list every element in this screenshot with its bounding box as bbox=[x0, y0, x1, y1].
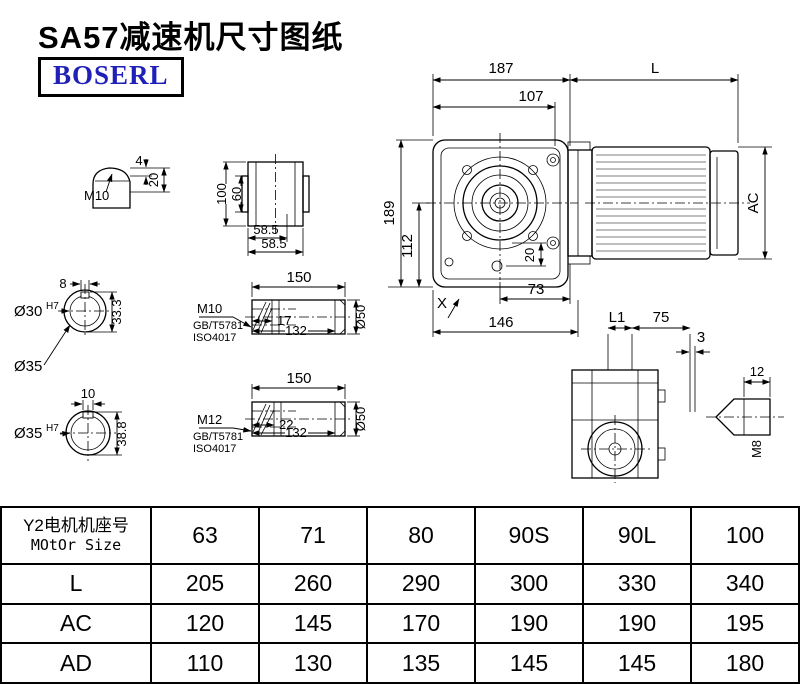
dim-bore-d35-tol: H7 bbox=[46, 423, 59, 434]
row-label-AC: AC bbox=[0, 602, 152, 645]
dim-key-width-8: 8 bbox=[59, 276, 66, 291]
dim-12: 12 bbox=[750, 364, 764, 379]
dim-20-key: 20 bbox=[146, 173, 161, 187]
shaft-side-view-1: 150 M10 GB/T5781 ISO4017 17 132 Ø50 bbox=[193, 269, 368, 344]
spec-iso4017-b: ISO4017 bbox=[193, 443, 236, 455]
table-cell: 135 bbox=[366, 642, 476, 684]
table-cell: 330 bbox=[582, 563, 692, 605]
main-view: 187 L 107 189 112 20 73 146 X AC bbox=[381, 60, 772, 337]
table-cell: 340 bbox=[690, 563, 800, 605]
dim-17: 17 bbox=[277, 313, 291, 328]
table-row-L: L 205 260 290 300 330 340 bbox=[0, 563, 800, 605]
table-cell-size-90S: 90S bbox=[474, 505, 584, 566]
table-row-AC: AC 120 145 170 190 190 195 bbox=[0, 602, 800, 645]
motor-size-label-en: MOtOr Size bbox=[30, 536, 122, 555]
dim-3: 3 bbox=[697, 329, 705, 346]
thread-label-M12-stud: M12 bbox=[197, 412, 222, 427]
table-cell: 195 bbox=[690, 602, 800, 645]
shaft-end-detail: M10 4 20 bbox=[84, 153, 170, 209]
thread-label-M10-stud: M10 bbox=[197, 301, 222, 316]
table-row-AD: AD 110 130 135 145 145 180 bbox=[0, 642, 800, 684]
page-title: SA57减速机尺寸图纸 bbox=[38, 20, 344, 55]
motor-size-label-cn: Y2电机机座号 bbox=[23, 515, 129, 535]
spec-iso4017-a: ISO4017 bbox=[193, 332, 236, 344]
table-cell: 260 bbox=[258, 563, 368, 605]
table-cell-size-90L: 90L bbox=[582, 505, 692, 566]
brand-logo: BOSERL bbox=[38, 57, 184, 97]
table-cell: 300 bbox=[474, 563, 584, 605]
spec-gb-t5781-b: GB/T5781 bbox=[193, 431, 243, 443]
table-cell: 190 bbox=[582, 602, 692, 645]
motor-size-table: Y2电机机座号 MOtOr Size 63 71 80 90S 90L 100 … bbox=[0, 505, 800, 684]
dim-L: L bbox=[651, 60, 659, 77]
dim-d50-a: Ø50 bbox=[353, 305, 368, 330]
brand-logo-text: BOSERL bbox=[53, 60, 169, 90]
dim-key-width-10: 10 bbox=[81, 386, 95, 401]
dim-132-b: 132 bbox=[285, 425, 307, 440]
dim-112: 112 bbox=[399, 234, 416, 258]
spec-gb-t5781-a: GB/T5781 bbox=[193, 320, 243, 332]
dim-73: 73 bbox=[528, 281, 545, 298]
dim-bore-d30-tol: H7 bbox=[46, 301, 59, 312]
dim-150-b: 150 bbox=[286, 370, 311, 387]
dim-187: 187 bbox=[488, 60, 513, 77]
dim-146: 146 bbox=[488, 314, 513, 331]
table-cell: 205 bbox=[150, 563, 260, 605]
dim-d50-b: Ø50 bbox=[353, 407, 368, 432]
table-cell: 170 bbox=[366, 602, 476, 645]
flange-detail: 100 60 58.5 58.5 bbox=[214, 154, 310, 256]
hollow-shaft-30-view: 8 Ø30 H7 33.3 Ø35 bbox=[14, 276, 124, 375]
dim-150-a: 150 bbox=[286, 269, 311, 286]
dim-33-3: 33.3 bbox=[109, 299, 124, 324]
dim-20: 20 bbox=[522, 248, 537, 262]
table-cell: 190 bbox=[474, 602, 584, 645]
row-label-L: L bbox=[0, 563, 152, 605]
dim-189: 189 bbox=[381, 200, 398, 225]
table-cell: 180 bbox=[690, 642, 800, 684]
dim-4: 4 bbox=[135, 153, 142, 168]
dim-107: 107 bbox=[518, 88, 543, 105]
dim-bore-d30: Ø30 bbox=[14, 303, 42, 320]
thread-label-M8: M8 bbox=[749, 440, 764, 458]
rear-view: L1 75 3 bbox=[571, 309, 710, 483]
table-cell: 145 bbox=[474, 642, 584, 684]
dim-60: 60 bbox=[229, 187, 244, 201]
table-header-motor-size: Y2电机机座号 MOtOr Size bbox=[0, 505, 152, 566]
m8-detail: 12 M8 bbox=[706, 364, 784, 458]
table-cell-size-100: 100 bbox=[690, 505, 800, 566]
dim-38-8: 38.8 bbox=[114, 421, 129, 446]
dim-75: 75 bbox=[653, 309, 670, 326]
row-label-AD: AD bbox=[0, 642, 152, 684]
dimension-drawing: 187 L 107 189 112 20 73 146 X AC bbox=[14, 60, 784, 483]
table-cell: 145 bbox=[582, 642, 692, 684]
dim-outer-d35: Ø35 bbox=[14, 358, 42, 375]
dim-AC: AC bbox=[745, 192, 762, 213]
dim-132-a: 132 bbox=[285, 323, 307, 338]
table-cell: 290 bbox=[366, 563, 476, 605]
table-row-header: Y2电机机座号 MOtOr Size 63 71 80 90S 90L 100 bbox=[0, 505, 800, 566]
dim-bore-d35: Ø35 bbox=[14, 425, 42, 442]
dim-58-5-a: 58.5 bbox=[253, 222, 278, 237]
table-cell-size-80: 80 bbox=[366, 505, 476, 566]
table-cell: 130 bbox=[258, 642, 368, 684]
dim-58-5-b: 58.5 bbox=[261, 236, 286, 251]
dim-L1: L1 bbox=[609, 309, 626, 326]
view-label-X: X bbox=[437, 295, 447, 312]
thread-label-M10: M10 bbox=[84, 188, 109, 203]
shaft-side-view-2: 150 M12 GB/T5781 ISO4017 22 132 Ø50 bbox=[193, 370, 368, 455]
table-cell-size-71: 71 bbox=[258, 505, 368, 566]
table-cell: 145 bbox=[258, 602, 368, 645]
table-cell: 120 bbox=[150, 602, 260, 645]
hollow-shaft-35-view: 10 Ø35 H7 38.8 bbox=[14, 386, 129, 461]
dim-22: 22 bbox=[279, 417, 293, 432]
table-cell: 110 bbox=[150, 642, 260, 684]
table-cell-size-63: 63 bbox=[150, 505, 260, 566]
dim-100: 100 bbox=[214, 183, 229, 205]
